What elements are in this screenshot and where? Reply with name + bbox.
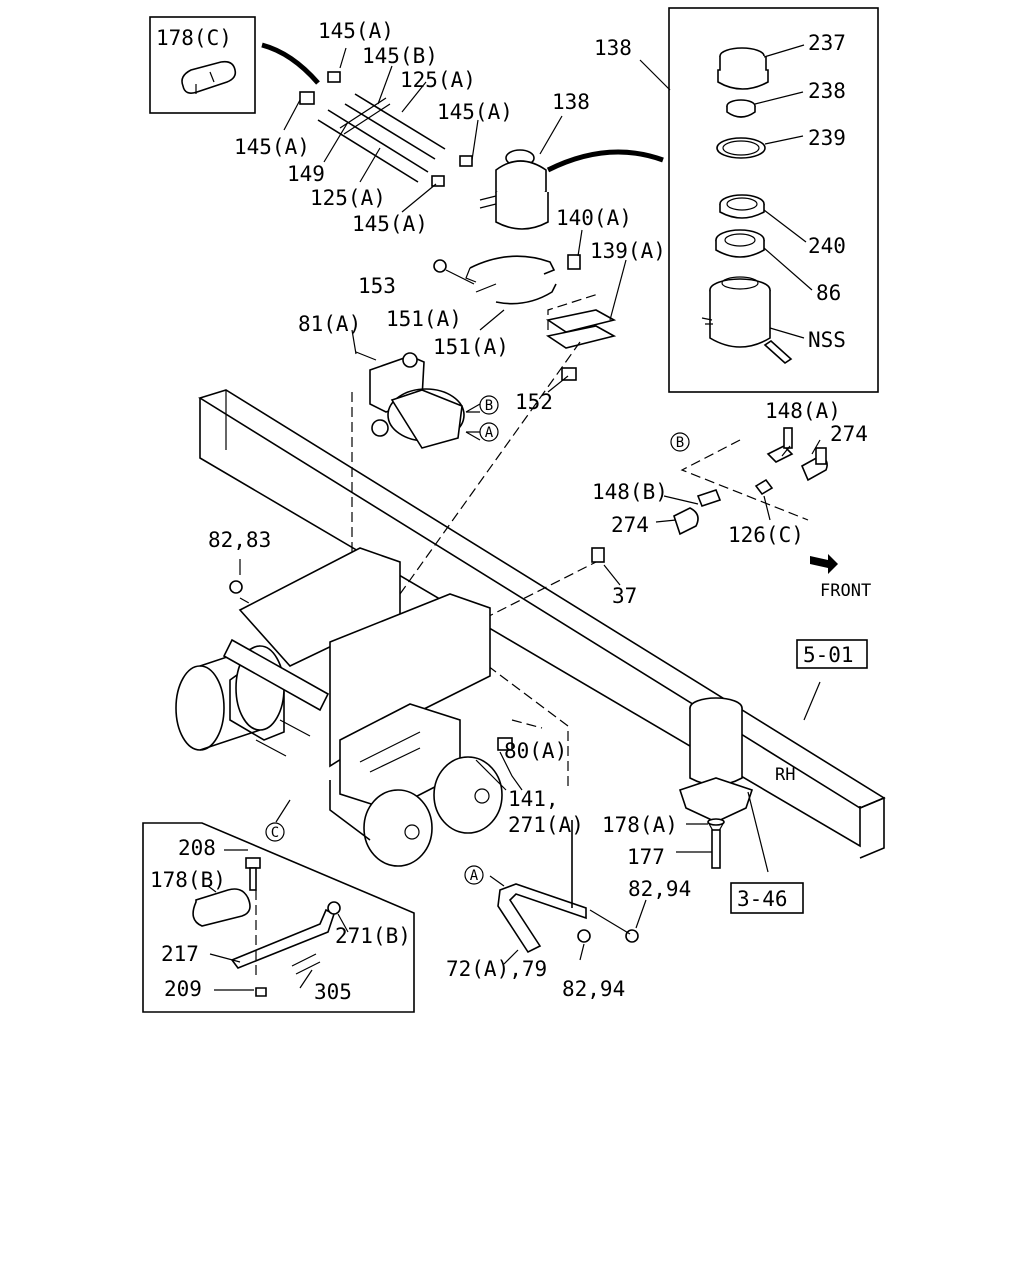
label-271b: 271(B): [335, 924, 411, 948]
label-125a-2: 125(A): [310, 186, 386, 210]
label-237: 237: [808, 31, 846, 55]
label-141: 141,: [508, 787, 559, 811]
air-dryer: [676, 681, 821, 873]
label-208: 208: [178, 836, 216, 860]
label-3-46: 3-46: [737, 887, 788, 911]
label-274-2: 274: [611, 513, 649, 537]
label-82-94-1: 82,94: [628, 877, 691, 901]
circle-b-1: B: [485, 398, 493, 414]
label-274-1: 274: [830, 422, 868, 446]
label-148b: 148(B): [592, 480, 668, 504]
circle-a-1: A: [485, 425, 494, 441]
label-271a: 271(A): [508, 813, 584, 837]
label-151a-2: 151(A): [433, 335, 509, 359]
label-148a: 148(A): [765, 399, 841, 423]
label-37: 37: [612, 584, 637, 608]
label-81a: 81(A): [298, 312, 361, 336]
label-145a-4: 145(A): [352, 212, 428, 236]
valve-81a: [351, 329, 481, 449]
reservoir-assembly: [283, 47, 664, 230]
label-178c: 178(C): [156, 26, 232, 50]
ref-box-3-46: [730, 882, 804, 914]
label-239: 239: [808, 126, 846, 150]
fittings-group: [655, 427, 838, 574]
label-178a: 178(A): [602, 813, 678, 837]
label-front: FRONT: [820, 581, 871, 601]
ref-box-5-01: [796, 639, 868, 669]
circle-letters: A B B C A: [265, 395, 690, 885]
label-240: 240: [808, 234, 846, 258]
label-238: 238: [808, 79, 846, 103]
label-82-83: 82,83: [208, 528, 271, 552]
circle-c: C: [271, 825, 279, 841]
main-bracket-housing: [175, 547, 621, 867]
label-rh: RH: [775, 765, 795, 785]
label-145a-3: 145(A): [234, 135, 310, 159]
part-labels: 178(C) 145(A) 145(B) 125(A) 145(A) 145(A…: [150, 19, 871, 1004]
label-nss: NSS: [808, 328, 846, 352]
label-86: 86: [816, 281, 841, 305]
label-153: 153: [358, 274, 396, 298]
label-145a-2: 145(A): [437, 100, 513, 124]
label-139a: 139(A): [590, 239, 666, 263]
label-138-1: 138: [594, 36, 632, 60]
label-149: 149: [287, 162, 325, 186]
circle-a-2: A: [470, 868, 479, 884]
label-138-2: 138: [552, 90, 590, 114]
label-80a: 80(A): [504, 739, 567, 763]
lower-bracket: [489, 820, 647, 965]
label-82-94-2: 82,94: [562, 977, 625, 1001]
bracket-assembly: [433, 229, 627, 393]
label-125a-1: 125(A): [400, 68, 476, 92]
label-177: 177: [627, 845, 665, 869]
label-145a-1: 145(A): [318, 19, 394, 43]
inset-clip-assembly: [142, 822, 415, 1013]
label-126c: 126(C): [728, 523, 804, 547]
inset-178c: [149, 16, 320, 114]
label-151a-1: 151(A): [386, 307, 462, 331]
inset-reservoir-parts: [639, 7, 879, 393]
label-5-01: 5-01: [803, 643, 854, 667]
label-209: 209: [164, 977, 202, 1001]
label-152: 152: [515, 390, 553, 414]
label-217: 217: [161, 942, 199, 966]
label-145b: 145(B): [362, 44, 438, 68]
label-72a-79: 72(A),79: [446, 957, 547, 981]
label-140a: 140(A): [556, 206, 632, 230]
label-305: 305: [314, 980, 352, 1004]
label-178b: 178(B): [150, 868, 226, 892]
circle-b-2: B: [676, 435, 684, 451]
